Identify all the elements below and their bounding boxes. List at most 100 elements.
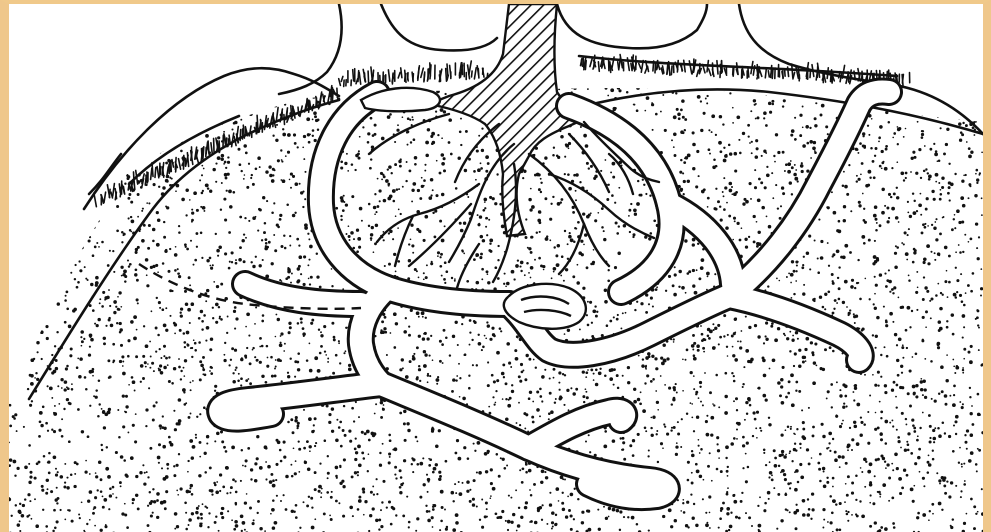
soil-dot — [860, 421, 863, 424]
soil-dot — [397, 227, 399, 229]
soil-dot — [778, 465, 780, 467]
soil-dot — [408, 334, 411, 337]
soil-dot — [203, 210, 205, 212]
soil-dot — [177, 494, 179, 496]
soil-dot — [34, 178, 36, 180]
soil-dot — [479, 215, 482, 218]
soil-dot — [22, 144, 25, 147]
soil-dot — [730, 512, 732, 514]
soil-dot — [804, 348, 807, 351]
soil-dot — [129, 263, 132, 266]
soil-dot — [191, 302, 195, 306]
soil-dot — [911, 419, 914, 422]
soil-dot — [703, 112, 706, 115]
soil-dot — [815, 102, 817, 104]
soil-dot — [252, 522, 255, 525]
soil-dot — [802, 126, 804, 128]
soil-dot — [525, 471, 528, 474]
soil-dot — [938, 502, 942, 506]
soil-dot — [178, 366, 181, 369]
soil-dot — [14, 173, 17, 176]
soil-dot — [896, 384, 899, 387]
soil-dot — [558, 88, 560, 90]
soil-dot — [973, 91, 976, 94]
soil-dot — [976, 169, 979, 172]
soil-dot — [427, 381, 429, 383]
soil-dot — [888, 269, 890, 271]
soil-dot — [832, 500, 835, 503]
soil-dot — [874, 521, 877, 524]
soil-dot — [307, 133, 310, 136]
soil-dot — [208, 108, 210, 110]
soil-dot — [614, 266, 617, 269]
soil-dot — [801, 409, 803, 411]
soil-dot — [960, 496, 962, 498]
soil-dot — [647, 352, 651, 356]
soil-dot — [734, 332, 736, 334]
soil-dot — [205, 88, 208, 91]
soil-dot — [161, 308, 164, 311]
soil-dot — [263, 231, 266, 234]
soil-dot — [832, 312, 835, 315]
soil-dot — [412, 355, 415, 358]
soil-dot — [184, 502, 187, 505]
soil-dot — [912, 151, 915, 154]
soil-dot — [897, 126, 899, 128]
soil-dot — [239, 216, 242, 219]
soil-dot — [252, 85, 256, 89]
soil-dot — [122, 273, 125, 276]
soil-dot — [728, 144, 731, 147]
soil-dot — [103, 337, 106, 340]
soil-dot — [383, 199, 387, 203]
soil-dot — [476, 281, 480, 285]
soil-dot — [725, 154, 727, 156]
soil-dot — [510, 497, 512, 499]
soil-dot — [620, 327, 622, 329]
soil-dot — [174, 118, 176, 120]
soil-dot — [867, 125, 869, 127]
soil-dot — [733, 217, 736, 220]
soil-dot — [884, 384, 887, 387]
soil-dot — [312, 135, 314, 137]
soil-dot — [553, 368, 556, 371]
soil-dot — [130, 231, 132, 233]
soil-dot — [885, 285, 888, 288]
soil-dot — [898, 477, 902, 481]
soil-dot — [582, 370, 585, 373]
soil-dot — [701, 333, 704, 336]
soil-dot — [247, 447, 250, 450]
soil-dot — [76, 463, 79, 466]
soil-dot — [349, 506, 353, 510]
soil-dot — [930, 148, 933, 151]
soil-dot — [46, 479, 49, 482]
soil-dot — [21, 514, 25, 518]
soil-dot — [636, 202, 640, 206]
soil-dot — [789, 181, 792, 184]
soil-dot — [147, 476, 149, 478]
soil-dot — [496, 351, 500, 355]
soil-dot — [55, 359, 58, 362]
soil-dot — [765, 322, 768, 325]
soil-dot — [580, 240, 583, 243]
soil-dot — [37, 199, 39, 201]
soil-dot — [354, 458, 357, 461]
soil-dot — [827, 290, 830, 293]
soil-dot — [531, 236, 534, 239]
soil-dot — [426, 474, 428, 476]
soil-dot — [909, 405, 912, 408]
soil-dot — [19, 520, 21, 522]
soil-dot — [476, 471, 478, 473]
soil-dot — [162, 262, 165, 265]
soil-dot — [695, 185, 698, 188]
soil-dot — [473, 258, 476, 261]
soil-dot — [120, 306, 122, 308]
soil-dot — [529, 489, 531, 491]
soil-dot — [444, 225, 446, 227]
soil-dot — [70, 348, 73, 351]
soil-dot — [372, 485, 374, 487]
soil-dot — [874, 475, 876, 477]
soil-dot — [209, 466, 212, 469]
soil-dot — [64, 482, 66, 484]
soil-dot — [869, 502, 871, 504]
soil-dot — [938, 479, 941, 482]
